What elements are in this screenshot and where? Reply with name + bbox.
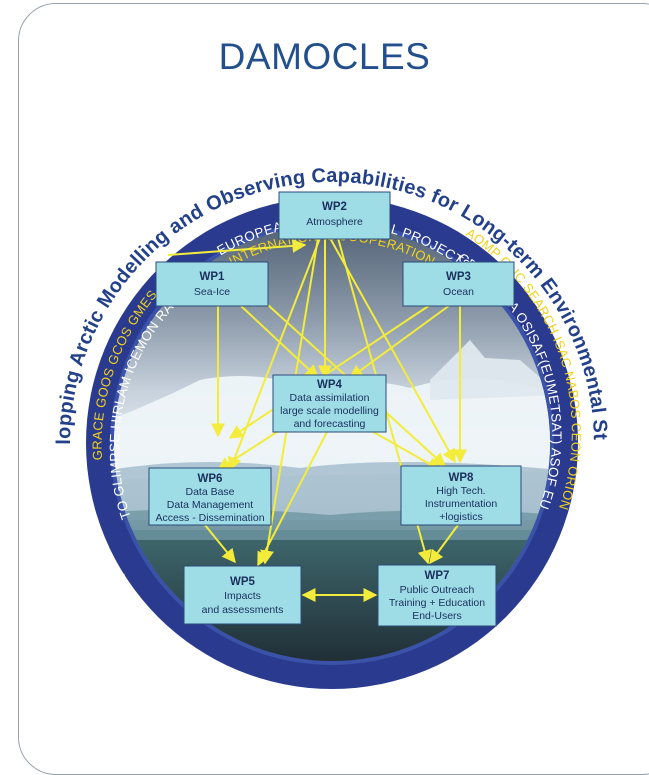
arrow-wp2-wp6 <box>228 237 321 472</box>
wp4-line-3: and forecasting <box>294 418 366 430</box>
wp7-line-1: Public Outreach <box>400 584 475 596</box>
wp3-title: WP3 <box>446 271 471 283</box>
box-wp6: WP6 Data Base Data Management Access - D… <box>148 467 272 526</box>
wp6-line-3: Access - Dissemination <box>155 512 264 524</box>
arrow-wp3-wp4 <box>348 304 451 379</box>
box-wp3: WP3 Ocean <box>402 261 515 307</box>
box-wp2: WP2 Atmosphere <box>278 191 391 240</box>
arrow-wp1-wp2 <box>167 238 307 256</box>
arrow-wp4-wp8 <box>369 429 442 471</box>
wp5-line-1: Impacts <box>224 590 261 602</box>
wp4-line-2: large scale modelling <box>280 405 379 417</box>
arrow-wp3-wp6 <box>228 304 431 439</box>
wp4-title: WP4 <box>317 379 343 391</box>
box-wp4: WP4 Data assimilation large scale modell… <box>272 374 387 433</box>
wp6-line-2: Data Management <box>167 499 253 511</box>
arrows <box>167 237 467 602</box>
arrow-wp6-wp5 <box>204 524 236 564</box>
wp6-line-1: Data Base <box>185 486 234 498</box>
wp4-line-1: Data assimilation <box>290 392 370 404</box>
wp5-line-2: and assessments <box>202 604 284 616</box>
wp3-line-1: Ocean <box>443 286 474 298</box>
wp6-title: WP6 <box>198 473 223 485</box>
wp5-title: WP5 <box>230 576 256 588</box>
wp1-title: WP1 <box>200 271 226 283</box>
arrow-wp8-wp7 <box>429 524 459 565</box>
wp2-title: WP2 <box>322 201 347 213</box>
box-wp5: WP5 Impacts and assessments <box>183 565 302 625</box>
arrow-wp4-wp6 <box>216 429 281 471</box>
arrow-wp2-wp8 <box>329 237 456 464</box>
arrow-wp1-wp4 <box>239 304 320 379</box>
wp8-title: WP8 <box>449 472 475 484</box>
box-wp7: WP7 Public Outreach Training + Education… <box>377 564 497 627</box>
wp7-line-3: End-Users <box>412 610 462 622</box>
box-wp1: WP1 Sea-Ice <box>155 261 269 307</box>
wp7-title: WP7 <box>425 570 450 582</box>
page-title: DAMOCLES <box>218 36 431 77</box>
wp7-line-2: Training + Education <box>389 597 485 609</box>
box-wp8: WP8 High Tech. Instrumentation +logistic… <box>400 465 522 526</box>
arrow-wp4-wp5 <box>257 429 329 567</box>
wp8-line-3: +logistics <box>439 511 482 523</box>
wp8-line-1: High Tech. <box>436 485 485 497</box>
wp2-line-1: Atmosphere <box>306 216 363 228</box>
wp1-line-1: Sea-Ice <box>194 286 230 298</box>
wp8-line-2: Instrumentation <box>425 498 498 510</box>
